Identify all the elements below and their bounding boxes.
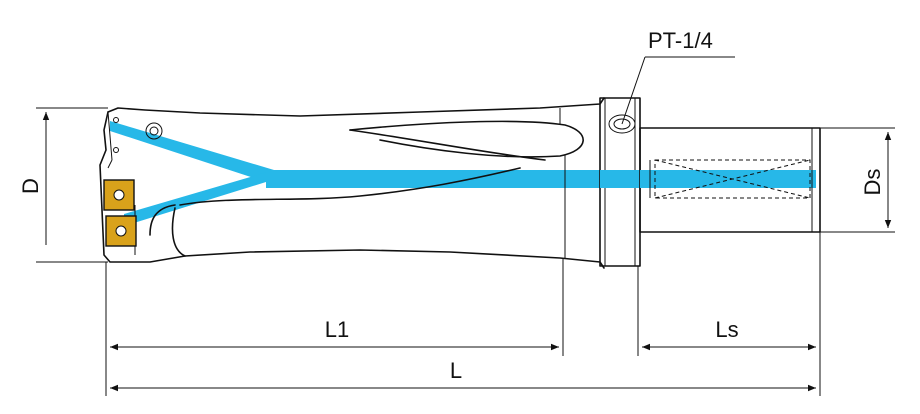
coolant-channel-shank xyxy=(640,170,816,188)
shank-flat xyxy=(654,159,811,199)
drill-shank xyxy=(639,127,821,233)
flute-curve-4 xyxy=(171,207,186,257)
l1-label: L1 xyxy=(325,317,349,342)
d-label: D xyxy=(18,178,43,194)
screw-hole-inner xyxy=(149,126,159,136)
flute-curve-1 xyxy=(349,120,584,158)
port-leader-line xyxy=(621,56,646,125)
port-fitting-inner xyxy=(613,118,631,130)
dimension-ls: Ls xyxy=(642,317,816,351)
l-label: L xyxy=(450,358,462,383)
ds-label: Ds xyxy=(860,169,885,196)
insert-bottom-screw xyxy=(115,225,127,237)
dimension-l: L xyxy=(110,358,816,392)
ls-label: Ls xyxy=(715,317,738,342)
coolant-channel-upper xyxy=(110,121,274,182)
dimension-ds: Ds xyxy=(820,127,895,233)
drill-collar xyxy=(599,97,641,267)
insert-top xyxy=(103,179,135,211)
port-label: PT-1/4 xyxy=(648,28,713,53)
dimension-d: D xyxy=(18,107,108,263)
head-face-line-2 xyxy=(107,159,113,169)
flute-curve-2 xyxy=(349,129,546,161)
drill-body xyxy=(99,97,605,269)
dimension-l1: L1 xyxy=(110,317,559,351)
shank-flat-diag-2 xyxy=(654,159,811,199)
port-callout: PT-1/4 xyxy=(621,28,735,125)
length-extension-lines xyxy=(105,232,821,396)
head-face-line xyxy=(107,111,113,161)
insert-top-screw xyxy=(113,189,125,201)
cutting-inserts xyxy=(103,179,137,247)
pin-hole-mid xyxy=(113,147,119,153)
port-fitting-outer xyxy=(608,114,636,134)
coolant-channel-lower xyxy=(124,170,274,226)
drill-head-outline xyxy=(99,97,605,269)
pin-hole-top xyxy=(113,117,119,123)
coolant-channel-collar xyxy=(600,170,640,188)
screw-hole xyxy=(145,122,163,140)
flute-curve-3 xyxy=(179,167,521,206)
flute-curve-5 xyxy=(149,204,176,236)
